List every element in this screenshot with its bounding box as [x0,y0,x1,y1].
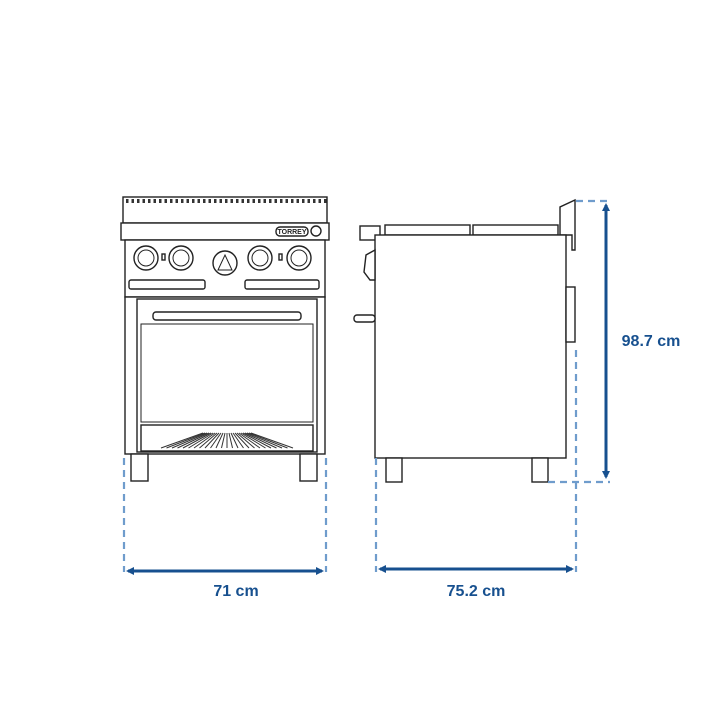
vent-slat [215,432,224,449]
drawer-handle-right [244,279,320,290]
vent-slats [160,432,294,449]
vent-slot [175,199,178,203]
height-label: 98.7 cm [622,333,681,350]
vent-slat [188,432,214,449]
vent-slot [285,199,288,203]
side-rear-foot [531,457,549,483]
front-view: TORREY [120,196,330,482]
vent-slat [166,432,206,449]
vent-slot [142,199,145,203]
vent-slot [296,199,299,203]
vent-slat [242,432,272,449]
width-label: 71 cm [213,583,258,600]
burner-knobs [133,245,312,271]
brand-logo [275,226,309,237]
vent-slot [263,199,266,203]
vent-slot [230,199,233,203]
vent-slot [131,199,134,203]
side-grate [472,224,559,236]
vent-slot [219,199,222,203]
depth-dimension: 75.2 cm [378,565,574,600]
vent-slot [247,199,250,203]
vent-slot [186,199,189,203]
vent-slat [240,432,266,449]
vent-slat [193,432,216,449]
vent-slot [137,199,140,203]
vent-slat [204,432,220,449]
front-right-foot [299,453,318,482]
vent-slot [307,199,310,203]
vent-slat [182,432,212,449]
side-grate [384,224,471,236]
vent-slat [246,432,283,449]
vent-slat [250,432,294,449]
vent-slat [232,432,244,449]
vent-slot [203,199,206,203]
vent-slat [236,432,255,449]
vent-slot [291,199,294,203]
vent-slat [177,432,210,449]
side-rear-bracket [565,286,576,343]
vent-slot [324,199,327,203]
side-body [374,234,567,459]
side-view [353,198,576,483]
vent-slot [269,199,272,203]
side-knob-icon [363,248,376,281]
front-left-foot [130,453,149,482]
vent-slot [181,199,184,203]
vent-slot [252,199,255,203]
vent-slot [164,199,167,203]
dimension-guides [122,199,610,572]
side-door-handle [353,314,376,323]
backsplash-vents [126,199,327,203]
vent-slot [159,199,162,203]
vent-slat [210,432,222,449]
side-front-foot [385,457,403,483]
vent-slot [241,199,244,203]
vent-slat [171,432,208,449]
vent-slot [258,199,261,203]
oven-window [140,323,314,423]
vent-slat [234,432,250,449]
height-dimension: 98.7 cm [602,203,681,479]
vent-slot [280,199,283,203]
vent-slot [236,199,239,203]
vent-slot [153,199,156,203]
vent-slat [230,432,239,449]
drawer-handle-left [128,279,206,290]
vent-slot [197,199,200,203]
vent-slot [214,199,217,203]
vent-slot [225,199,228,203]
vent-slot [192,199,195,203]
depth-label: 75.2 cm [447,583,506,600]
vent-slat [160,432,204,449]
vent-slot [148,199,151,203]
width-dimension: 71 cm [126,567,324,600]
vent-slat [199,432,218,449]
side-backsplash [559,198,576,251]
vent-slot [274,199,277,203]
logo-emblem [310,225,322,237]
vent-slat [228,432,233,449]
vent-slot [313,199,316,203]
vent-slat [244,432,277,449]
vent-slot [208,199,211,203]
brand-logo-text: TORREY [277,229,306,236]
vent-slot [318,199,321,203]
vent-slot [126,199,129,203]
oven-door-handle [152,311,302,321]
vent-slot [302,199,305,203]
vent-slat [248,432,288,449]
vent-slat [221,432,226,449]
vent-slat [238,432,261,449]
vent-slot [170,199,173,203]
